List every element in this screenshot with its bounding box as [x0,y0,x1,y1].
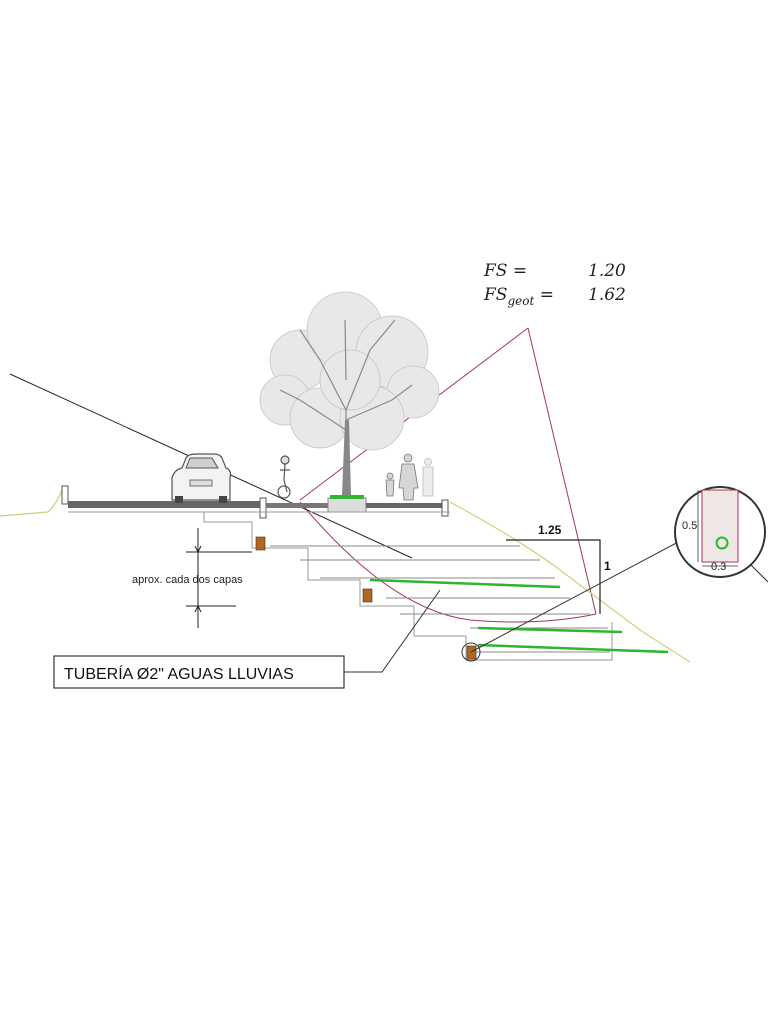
tree-trunk [342,420,351,495]
cyclist-body [283,463,288,493]
natural-ground [0,489,691,663]
reinforcement-layers-gray [270,545,610,653]
drain-detail: 0.5 0.3 [674,486,766,578]
branch-3 [279,389,347,431]
car-wheel-right [219,496,227,503]
child-body [385,479,395,497]
pipe-label: TUBERÍA Ø2" AGUAS LLUVIAS [53,589,441,689]
bike-lane [266,503,328,508]
ground-slope [449,501,691,663]
tree-pit [327,497,367,513]
ground-left [0,489,63,517]
arrow-bottom [194,604,202,613]
child-head [386,472,394,480]
bench-steps [203,512,613,661]
branch-5 [344,319,347,381]
curb-right [441,499,449,517]
pipe-leader [344,589,441,673]
slope-horizontal: 1.25 [538,523,562,537]
safety-factors: FS = 1.20 FSgeot = 1.62 [483,261,626,308]
car-illustration [171,453,232,503]
drain-1 [255,536,266,551]
fsgeot-label: FSgeot = [483,285,554,308]
drain-3-callout-circle [461,642,481,662]
fs-value: 1.20 [588,261,626,281]
slip-radius-right [527,327,597,615]
road-platform [61,485,450,519]
arrow-top [194,545,202,554]
fsgeot-eq: = [534,285,554,305]
curb-mid [259,497,267,519]
car-plate [189,479,213,487]
cyclist-illustration [277,455,291,499]
fsgeot-value: 1.62 [588,285,626,305]
fsgeot-sub: geot [507,294,534,308]
drain-3 [466,645,477,660]
layer-spacing-dimension [186,528,252,628]
bg-person-body [422,466,434,497]
roadway [68,501,260,508]
geogrid-1 [369,578,561,589]
pedestrians-illustration [385,453,434,501]
geogrid-3 [477,643,669,654]
detail-drain-section [701,489,739,563]
curb-left [61,485,69,505]
slope-ratio: 1.25 1 [506,523,611,614]
fs-label: FS = [483,261,527,281]
tree-pit-grass [330,495,364,499]
detail-height: 0.5 [682,520,697,532]
bg-person-head [424,458,432,466]
car-wheel-left [175,496,183,503]
pipe-label-text: TUBERÍA Ø2" AGUAS LLUVIAS [64,664,294,683]
tree-canopy [259,291,440,451]
slope-triangle [506,539,601,614]
drains [255,536,481,662]
cyclist-head [280,455,290,465]
geogrid-2 [477,626,623,634]
branch-2 [345,319,396,411]
branch-4 [345,384,413,421]
pipe-label-box [53,655,345,689]
sidewalk [366,503,442,508]
detail-width: 0.3 [711,561,726,573]
slope-vertical: 1 [604,559,611,573]
fsgeot-main: FS [483,285,507,305]
detail-leader-1 [470,539,683,653]
layers-note: aprox. cada dos capas [132,574,243,586]
geogrid-layers [369,578,669,654]
detail-pipe [715,536,729,550]
slip-arc [299,501,597,623]
drain-2 [362,588,373,603]
car-windshield [185,457,219,469]
adult-head [403,453,413,463]
canopy-8 [319,349,381,411]
cyclist-wheel [277,485,291,499]
adult-body [398,463,419,501]
tree-illustration [259,291,440,495]
